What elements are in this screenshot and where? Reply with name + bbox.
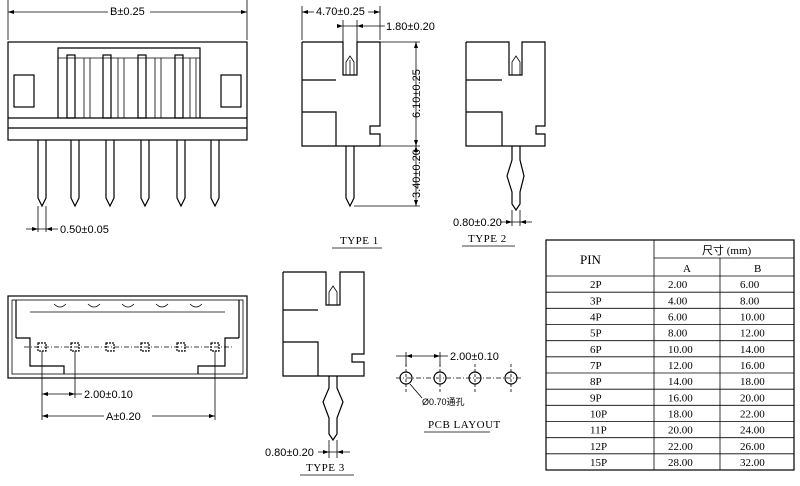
- table-cell-a: 8.00: [668, 328, 688, 340]
- table-cell-b: 24.00: [740, 425, 765, 437]
- type2-pin-label: 0.80±0.20: [453, 217, 502, 229]
- table-cell-b: 20.00: [740, 392, 765, 404]
- bottom-notches: [53, 303, 203, 308]
- front-view: B±0.25: [7, 0, 248, 236]
- table-pin-header: PIN: [580, 252, 602, 267]
- table-cell-pin: 10P: [590, 409, 607, 421]
- table-cell-a: 22.00: [668, 441, 693, 453]
- type3-view: 0.80±0.20 TYPE 3: [265, 271, 365, 476]
- type3-pin-label: 0.80±0.20: [265, 447, 314, 459]
- table-cell-pin: 15P: [590, 457, 607, 469]
- table-cell-b: 26.00: [740, 441, 765, 453]
- table-cell-pin: 9P: [590, 392, 602, 404]
- table-cell-a: 20.00: [668, 425, 693, 437]
- height-610-label: 6.10±0.25: [411, 69, 423, 118]
- table-cell-a: 10.00: [668, 344, 693, 356]
- bottom-pitch-label: 2.00±0.10: [84, 389, 133, 401]
- front-pins: [37, 140, 220, 208]
- table-rows: 2P 2.00 6.00 3P 4.00 8.00 4P 6.00 10.00 5P 8.00 12.…: [546, 279, 794, 469]
- hole-label: Ø0.70通孔: [422, 397, 465, 407]
- table-cell-b: 22.00: [740, 409, 765, 421]
- b-dimension-label: B±0.25: [110, 6, 145, 18]
- table-cell-a: 6.00: [668, 312, 688, 324]
- table-size-header: 尺寸 (mm): [702, 243, 752, 257]
- table-col-a: A: [683, 263, 691, 275]
- table-cell-a: 12.00: [668, 360, 693, 372]
- table-cell-b: 14.00: [740, 344, 765, 356]
- table-cell-a: 28.00: [668, 457, 693, 469]
- height-340-label: 3.40±0.20: [411, 149, 423, 198]
- pcb-layout: 2.00±0.10 Ø0.70通孔 PCB LAYOUT: [396, 351, 522, 433]
- table-cell-b: 12.00: [740, 328, 765, 340]
- dimension-table: PIN 尺寸 (mm) A B 2P 2.00 6.00 3P 4.00 8.00 4P 6.…: [545, 239, 795, 471]
- table-cell-pin: 12P: [590, 441, 607, 453]
- table-cell-a: 14.00: [668, 376, 693, 388]
- type1-label: TYPE 1: [340, 235, 379, 247]
- table-cell-pin: 5P: [590, 328, 602, 340]
- table-cell-pin: 6P: [590, 344, 602, 356]
- table-col-b: B: [754, 263, 761, 275]
- pcb-pitch-label: 2.00±0.10: [450, 351, 499, 363]
- table-cell-b: 32.00: [740, 457, 765, 469]
- table-cell-pin: 3P: [590, 295, 602, 307]
- table-cell-pin: 11P: [590, 425, 607, 437]
- a-dimension-label: A±0.20: [106, 411, 141, 423]
- pin-width-label: 0.50±0.05: [60, 224, 109, 236]
- type1-view: 4.70±0.25 1.80±0.20 6.10±0.25 3.40±0.20 …: [301, 4, 435, 249]
- table-cell-pin: 8P: [590, 376, 602, 388]
- bottom-pin-squares: [24, 342, 232, 352]
- table-cell-b: 18.00: [740, 376, 765, 388]
- table-cell-b: 16.00: [740, 360, 765, 372]
- table-cell-pin: 2P: [590, 279, 602, 291]
- table-cell-a: 18.00: [668, 409, 693, 421]
- table-cell-a: 16.00: [668, 392, 693, 404]
- type3-label: TYPE 3: [306, 462, 345, 474]
- table-cell-pin: 7P: [590, 360, 602, 372]
- bottom-view: 2.00±0.10 A±0.20: [7, 295, 248, 423]
- table-cell-pin: 4P: [590, 312, 602, 324]
- table-cell-b: 8.00: [740, 295, 760, 307]
- table-cell-b: 6.00: [740, 279, 760, 291]
- type2-label: TYPE 2: [468, 233, 507, 245]
- width-470-label: 4.70±0.25: [316, 6, 365, 18]
- pcb-layout-label: PCB LAYOUT: [428, 419, 501, 431]
- pcb-holes: [396, 364, 522, 392]
- slot-180-label: 1.80±0.20: [386, 21, 435, 33]
- type2-view: 0.80±0.20 TYPE 2: [453, 41, 546, 247]
- table-cell-a: 4.00: [668, 295, 688, 307]
- front-contacts: [66, 54, 197, 119]
- table-cell-b: 10.00: [740, 312, 765, 324]
- table-cell-a: 2.00: [668, 279, 688, 291]
